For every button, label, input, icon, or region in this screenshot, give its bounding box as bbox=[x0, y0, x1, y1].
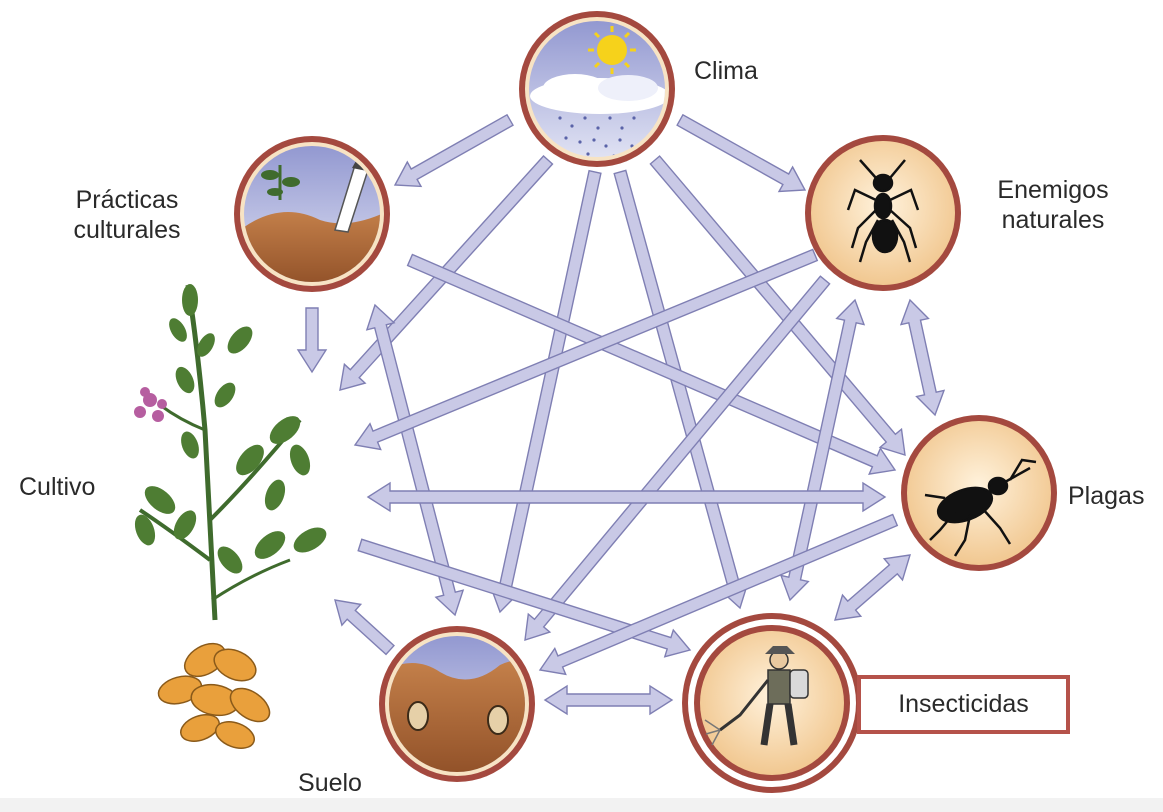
arrow-clima-practicas bbox=[395, 115, 513, 187]
practicas-label-line1: Prácticas bbox=[52, 185, 202, 215]
practicas-label: Prácticas culturales bbox=[52, 185, 202, 245]
plagas-node bbox=[901, 415, 1057, 571]
arrow-cultivo-insecticidas bbox=[358, 539, 690, 656]
arrow-enemigos-plagas bbox=[901, 300, 944, 415]
practicas-label-line2: culturales bbox=[52, 215, 202, 245]
enemigos-label-line1: Enemigos bbox=[978, 175, 1128, 205]
suelo-node bbox=[379, 626, 535, 782]
cultivo-label: Cultivo bbox=[19, 472, 95, 502]
suelo-label-line1: Suelo bbox=[280, 768, 380, 798]
insecticidas-label-box: Insecticidas bbox=[857, 675, 1070, 734]
arrow-practicas-cultivo bbox=[298, 308, 326, 372]
insecticidas-node bbox=[682, 613, 862, 793]
plagas-label: Plagas bbox=[1068, 481, 1144, 511]
arrow-plagas-insecticidas bbox=[835, 555, 910, 620]
arrow-suelo-insecticidas bbox=[545, 686, 672, 714]
enemigos-label: Enemigos naturales bbox=[978, 175, 1128, 235]
clima-label: Clima bbox=[694, 56, 758, 86]
enemigos-label-line2: naturales bbox=[978, 205, 1128, 235]
clima-node bbox=[519, 11, 680, 167]
arrow-suelo-cultivo bbox=[335, 600, 394, 654]
arrow-enemigos-cultivo bbox=[355, 250, 817, 450]
arrow-clima-suelo bbox=[491, 171, 601, 612]
arrow-clima-enemigos bbox=[677, 115, 805, 192]
enemigos-node bbox=[805, 135, 961, 291]
practicas-node bbox=[234, 136, 390, 292]
insecticidas-label: Insecticidas bbox=[861, 679, 1066, 730]
bottom-strip bbox=[0, 798, 1163, 812]
suelo-label: Suelo bbox=[280, 768, 380, 798]
